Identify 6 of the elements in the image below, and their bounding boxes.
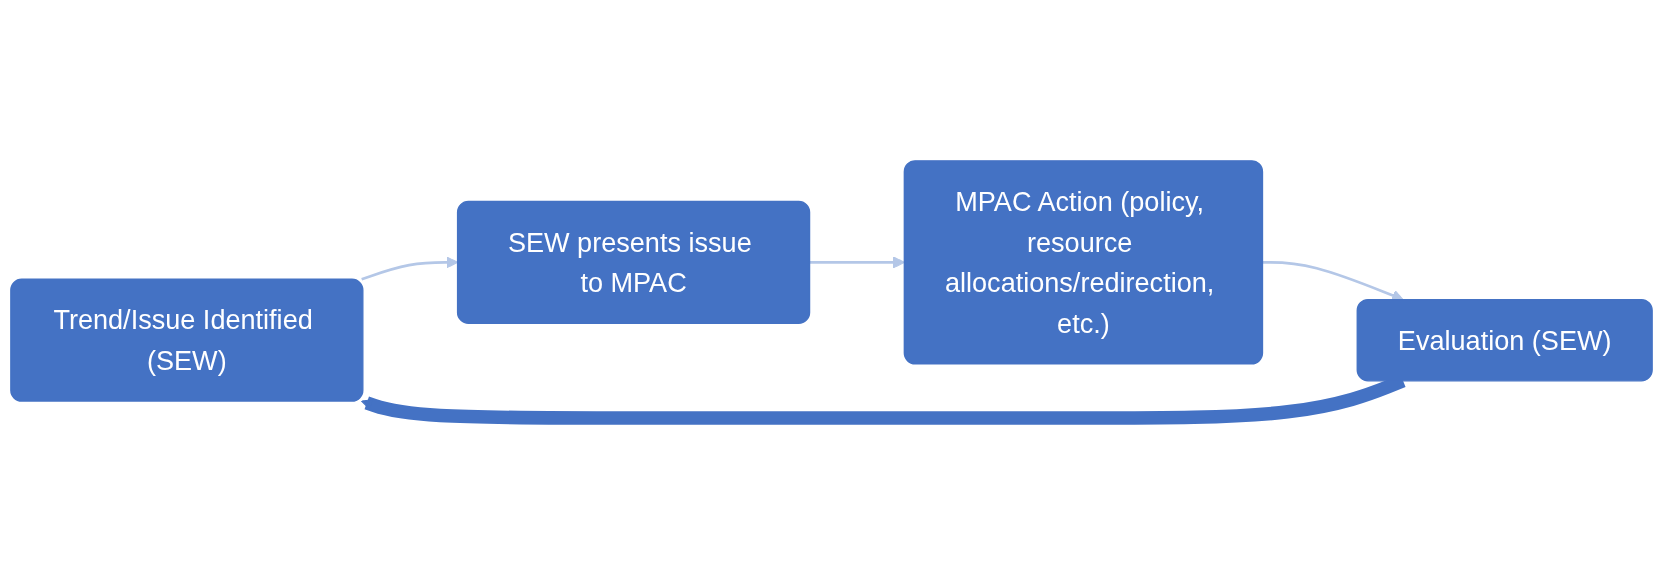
arrow	[1262, 260, 1404, 301]
node-box: MPAC Action (policy, resource allocations/redirection, etc.)	[903, 159, 1264, 365]
arrow	[809, 255, 905, 268]
node-box: Trend/Issue Identified (SEW)	[10, 278, 364, 402]
node-box: Evaluation (SEW)	[1356, 298, 1653, 382]
node-box: SEW presents issue to MPAC	[456, 200, 811, 324]
